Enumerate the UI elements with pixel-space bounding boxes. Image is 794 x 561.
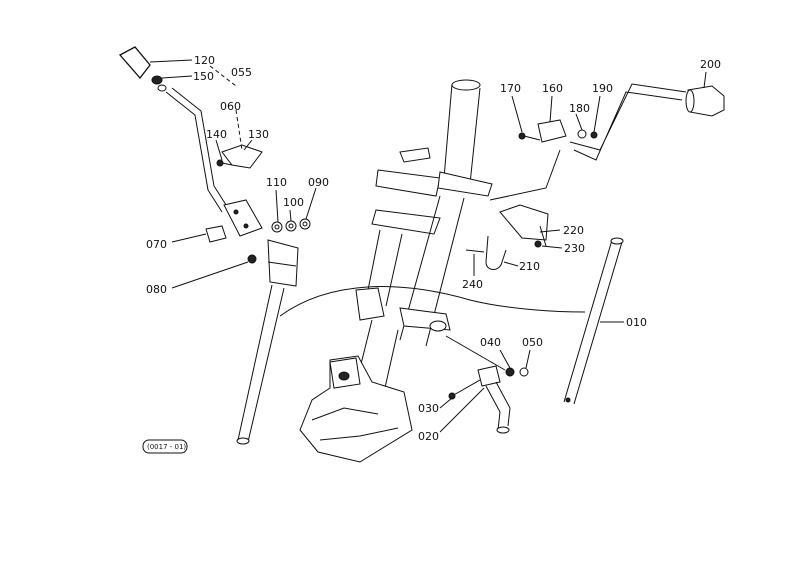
label-090: 090 [308, 176, 329, 189]
label-050: 050 [522, 336, 543, 349]
label-170: 170 [500, 82, 521, 95]
label-120: 120 [194, 54, 215, 67]
part-labels: 120 150 055 060 140 130 110 100 090 070 … [146, 54, 721, 443]
label-040: 040 [480, 336, 501, 349]
label-190: 190 [592, 82, 613, 95]
label-150: 150 [193, 70, 214, 83]
leader-lines [149, 59, 707, 433]
label-240: 240 [462, 278, 483, 291]
bracket-130 [221, 144, 263, 169]
pivot-plate [223, 199, 263, 237]
lower-lever-020 [445, 335, 529, 434]
label-220: 220 [563, 224, 584, 237]
lower-arm [267, 239, 299, 287]
label-030: 030 [418, 402, 439, 415]
label-070: 070 [146, 238, 167, 251]
left-lever-assembly [118, 46, 311, 445]
plate-220 [499, 204, 549, 241]
reference-code-box: (0017 - 01) [142, 439, 188, 454]
lever-grip [118, 46, 151, 80]
label-110: 110 [266, 176, 287, 189]
lever-rod [165, 91, 223, 213]
right-upper-lever [465, 83, 725, 270]
central-frame [279, 79, 586, 463]
label-060: 060 [220, 100, 241, 113]
block-160 [537, 119, 567, 143]
label-010: 010 [626, 316, 647, 329]
u-bolt-210 [485, 235, 507, 270]
label-130: 130 [248, 128, 269, 141]
rod-010 [563, 237, 624, 405]
long-shaft [237, 284, 285, 443]
gearbox-base [299, 355, 413, 463]
label-200: 200 [700, 58, 721, 71]
label-100: 100 [283, 196, 304, 209]
label-140: 140 [206, 128, 227, 141]
steering-column [443, 83, 481, 185]
label-160: 160 [542, 82, 563, 95]
label-020: 020 [418, 430, 439, 443]
label-230: 230 [564, 242, 585, 255]
reference-code: (0017 - 01) [147, 443, 186, 451]
spring-150 [151, 75, 163, 85]
label-210: 210 [519, 260, 540, 273]
label-055: 055 [231, 66, 252, 79]
label-080: 080 [146, 283, 167, 296]
crank-arm [569, 83, 687, 161]
knob-070 [205, 225, 227, 243]
label-180: 180 [569, 102, 590, 115]
